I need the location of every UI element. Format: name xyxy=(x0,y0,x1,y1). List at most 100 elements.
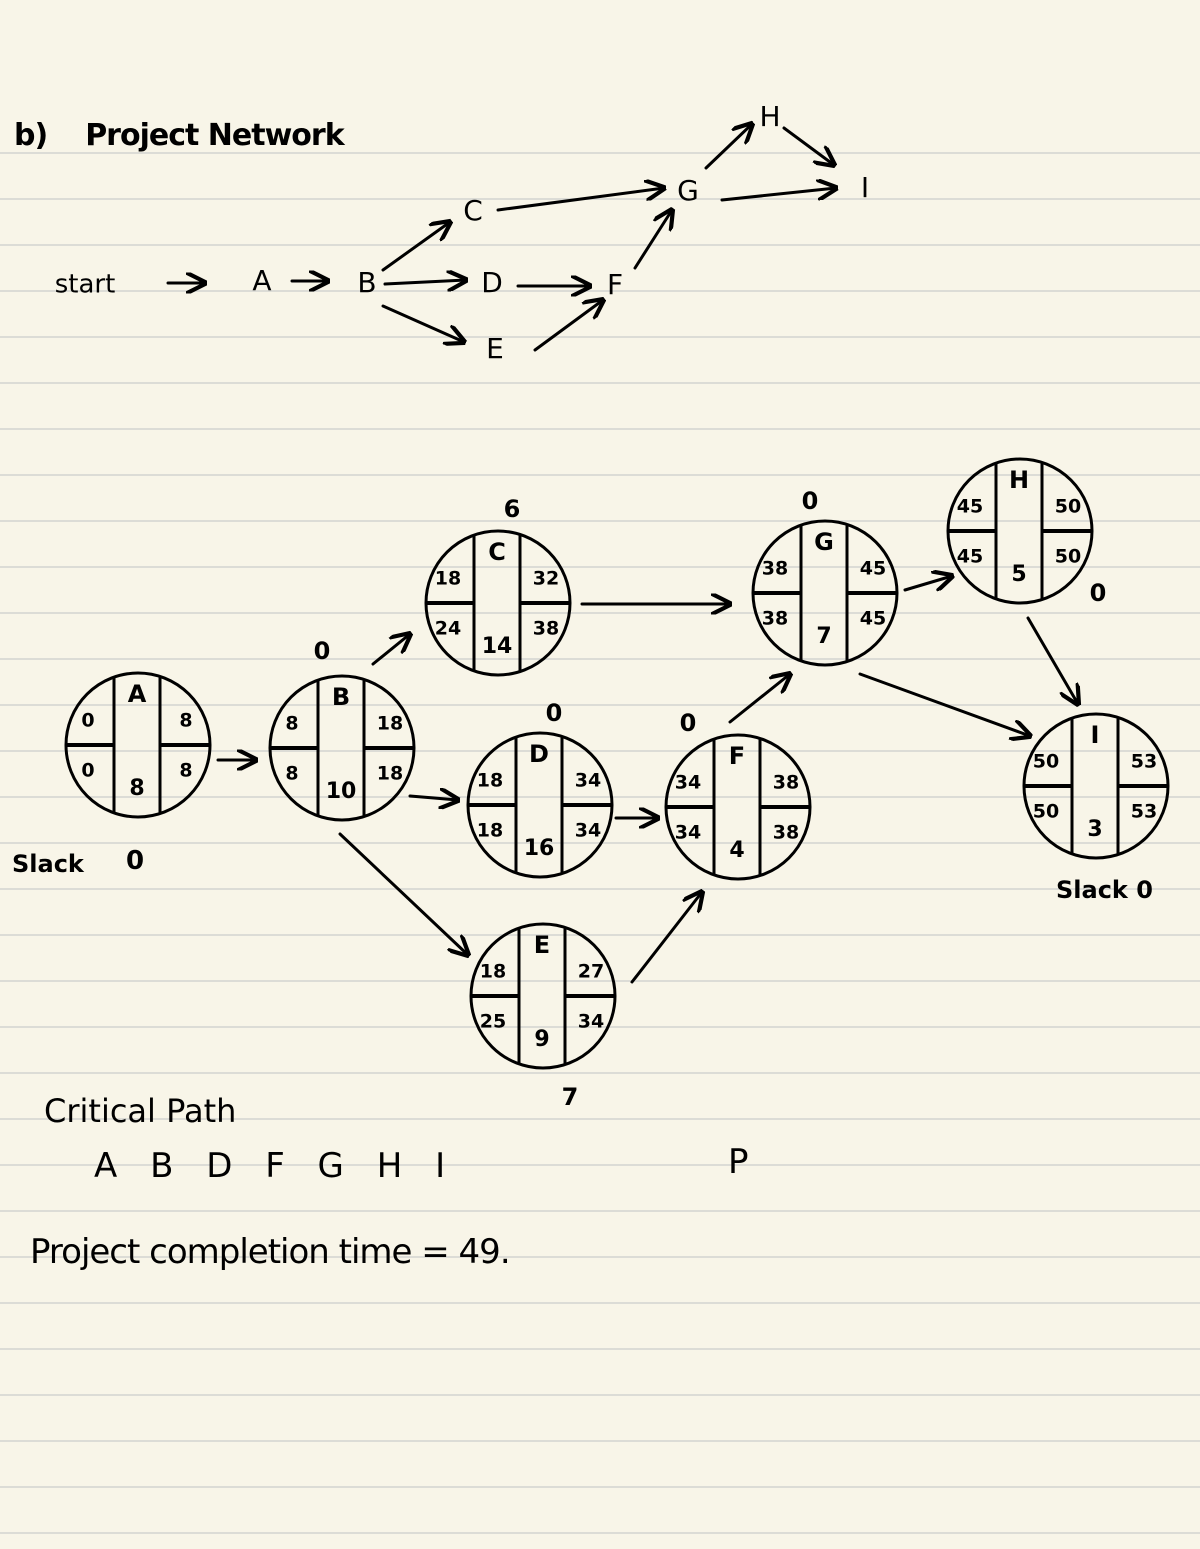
ruled-line xyxy=(0,1486,1200,1488)
aon-arrow-G-I xyxy=(858,672,1030,736)
ruled-line xyxy=(0,1164,1200,1166)
node-ef: 38 xyxy=(773,772,799,794)
node-ef: 32 xyxy=(533,568,559,590)
node-lf: 38 xyxy=(533,618,559,640)
aon-arrow-G-H xyxy=(903,576,952,592)
slack-value-G: 0 xyxy=(802,487,819,515)
ruled-line xyxy=(0,428,1200,430)
node-ls: 18 xyxy=(477,820,503,842)
node-activity-label: B xyxy=(332,683,350,711)
simple-node-A: A xyxy=(252,264,271,297)
node-es: 45 xyxy=(957,496,983,518)
simple-node-H: H xyxy=(759,100,780,133)
ruled-line xyxy=(0,1256,1200,1258)
activity-on-node-network: A00888B881818100C18243238146D18183434160… xyxy=(64,457,1170,1111)
ruled-line xyxy=(0,1072,1200,1074)
slack-value-a: 0 xyxy=(126,846,145,876)
slack-value-C: 6 xyxy=(504,495,521,523)
slack-label: Slack xyxy=(12,850,84,878)
node-es: 0 xyxy=(81,710,94,732)
node-duration: 5 xyxy=(1011,562,1026,587)
node-lf: 34 xyxy=(575,820,601,842)
ruled-line xyxy=(0,612,1200,614)
slack-value-H: 0 xyxy=(1090,579,1107,607)
ruled-line xyxy=(0,566,1200,568)
node-es: 18 xyxy=(435,568,461,590)
ruled-line xyxy=(0,1532,1200,1534)
node-duration: 14 xyxy=(482,634,513,659)
node-activity-label: A xyxy=(128,680,147,708)
stray-mark: P xyxy=(728,1142,749,1182)
ruled-line xyxy=(0,290,1200,292)
node-duration: 4 xyxy=(729,838,744,863)
simple-node-D: D xyxy=(481,266,503,299)
slack-value-E: 7 xyxy=(562,1083,579,1111)
simple-arrow-G-H xyxy=(704,124,752,170)
node-ls: 38 xyxy=(762,608,788,630)
simple-arrow-C-G xyxy=(496,188,664,212)
simple-node-start: start xyxy=(55,270,116,300)
critical-path-label: Critical Path xyxy=(44,1092,237,1130)
node-activity-label: H xyxy=(1009,466,1029,494)
slack-value-D: 0 xyxy=(546,699,563,727)
node-activity-label: G xyxy=(814,528,834,556)
simple-arrow-B-C xyxy=(381,222,450,272)
node-duration: 16 xyxy=(524,836,555,861)
ruled-line xyxy=(0,382,1200,384)
node-es: 18 xyxy=(477,770,503,792)
node-activity-label: E xyxy=(534,931,550,959)
node-lf: 18 xyxy=(377,763,403,785)
slack-value-F: 0 xyxy=(680,709,697,737)
node-ls: 0 xyxy=(81,760,94,782)
simple-node-E: E xyxy=(486,332,504,365)
project-completion-time: Project completion time = 49. xyxy=(30,1232,511,1272)
node-activity-label: F xyxy=(729,742,745,770)
ruled-line xyxy=(0,244,1200,246)
ruled-line xyxy=(0,520,1200,522)
node-es: 18 xyxy=(480,961,506,983)
node-duration: 9 xyxy=(534,1027,549,1052)
ruled-line xyxy=(0,1026,1200,1028)
node-ef: 45 xyxy=(860,558,886,580)
ruled-line xyxy=(0,152,1200,154)
node-lf: 50 xyxy=(1055,546,1081,568)
node-lf: 8 xyxy=(179,760,192,782)
node-duration: 3 xyxy=(1087,817,1102,842)
node-es: 38 xyxy=(762,558,788,580)
ruled-line xyxy=(0,336,1200,338)
node-es: 34 xyxy=(675,772,701,794)
ruled-line xyxy=(0,750,1200,752)
simple-node-I: I xyxy=(861,171,869,204)
ruled-line xyxy=(0,796,1200,798)
ruled-line xyxy=(0,658,1200,660)
slack-label-i: Slack 0 xyxy=(1056,876,1153,904)
simple-node-G: G xyxy=(677,174,699,207)
node-lf: 34 xyxy=(578,1011,604,1033)
simple-arrow-E-F xyxy=(533,300,603,352)
simple-arrow-G-I xyxy=(720,188,836,202)
ruled-line xyxy=(0,980,1200,982)
title-text: Project Network xyxy=(85,118,344,153)
simple-arrow-B-D xyxy=(383,280,466,284)
node-ef: 8 xyxy=(179,710,192,732)
ruled-line xyxy=(0,1210,1200,1212)
node-activity-label: C xyxy=(488,538,506,566)
ruled-line xyxy=(0,1394,1200,1396)
ruled-line xyxy=(0,1348,1200,1350)
node-lf: 53 xyxy=(1131,801,1157,823)
node-ls: 45 xyxy=(957,546,983,568)
node-duration: 10 xyxy=(326,779,357,804)
aon-arrow-H-I xyxy=(1026,616,1078,704)
ruled-line xyxy=(0,1440,1200,1442)
critical-path-sequence: A B D F G H I xyxy=(94,1146,446,1186)
node-lf: 38 xyxy=(773,822,799,844)
